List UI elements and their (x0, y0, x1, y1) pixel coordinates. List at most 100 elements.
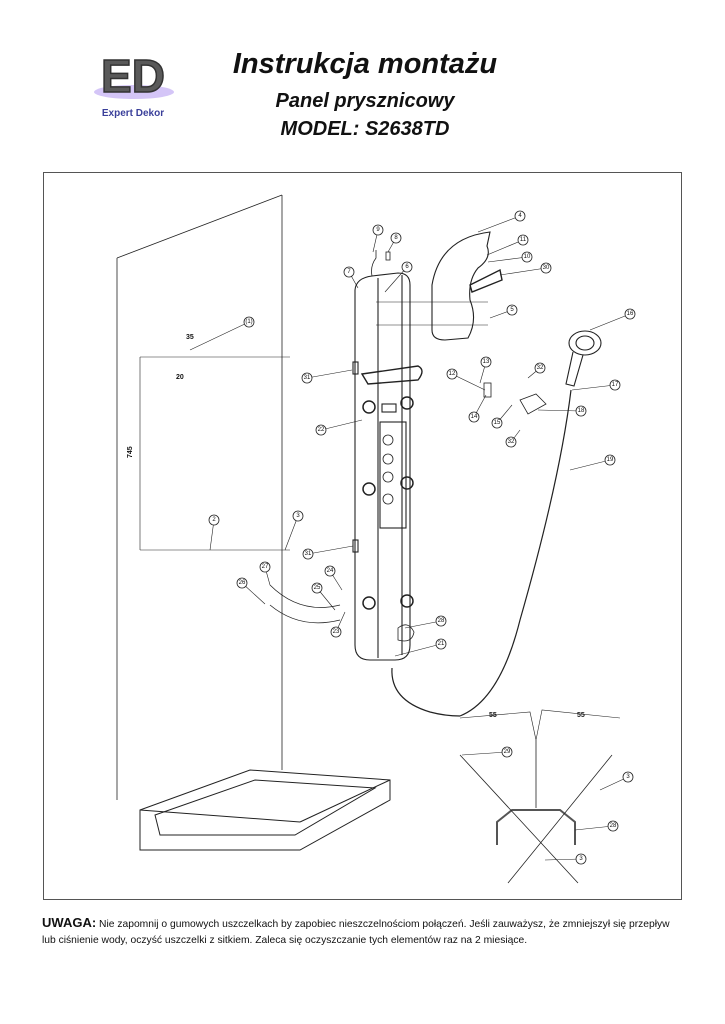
callout-circle (292, 510, 304, 522)
dimension-55-left: 55 (489, 712, 497, 719)
callout-circle (506, 304, 518, 316)
callout-number: (1) (245, 319, 252, 325)
callout-2: 10 (487, 251, 533, 263)
callout-32: 29 (461, 746, 513, 758)
dimension-55-right: 55 (577, 712, 585, 719)
callout-circle (243, 316, 255, 328)
callout-leader (306, 369, 353, 379)
callout-circle (480, 356, 492, 368)
callout-22: 2 (208, 514, 220, 551)
callout-27: 26 (236, 577, 266, 605)
callout-number: 4 (518, 213, 522, 219)
callout-circle (517, 234, 529, 246)
callout-leader (537, 409, 582, 412)
shower-wall (116, 194, 283, 800)
callout-number: 32 (508, 439, 515, 445)
callout-leader (569, 459, 611, 471)
callout-number: 31 (304, 375, 311, 381)
callout-leader (487, 256, 528, 263)
callout-number: 18 (578, 408, 585, 414)
logo-brand-text: Expert Dekor (101, 108, 165, 119)
callout-circle (372, 224, 384, 236)
diagram-frame (43, 172, 682, 900)
callout-33: 3 (599, 771, 634, 791)
callout-12: 13 (479, 356, 492, 384)
dimension-20: 20 (176, 374, 184, 381)
callout-circle (315, 424, 327, 436)
callout-20: 22 (315, 419, 363, 436)
expert-dekor-logo-mark: ED (94, 52, 174, 102)
callout-24: 31 (302, 545, 354, 560)
part-callouts: 41110309876516(1)31131232171415183222192… (189, 210, 636, 865)
callout-9: 16 (589, 308, 636, 331)
callout-circle (301, 372, 313, 384)
callout-15: 17 (571, 379, 621, 391)
callout-4: 9 (372, 224, 384, 253)
callout-leader (499, 267, 547, 276)
warning-text: Nie zapomnij o gumowych uszczelkach by z… (42, 919, 670, 946)
callout-30: 28 (404, 615, 447, 629)
callout-34: 28 (574, 820, 619, 832)
callout-11: 31 (301, 369, 353, 384)
callout-circle (302, 548, 314, 560)
callout-7: 6 (384, 261, 413, 293)
model-number: MODEL: S2638TD (280, 118, 450, 140)
callout-number: 7 (347, 269, 351, 275)
callout-number: 16 (627, 311, 634, 317)
callout-circle (324, 565, 336, 577)
callout-circle (604, 454, 616, 466)
callout-8: 5 (489, 304, 518, 319)
callout-26: 24 (324, 565, 343, 591)
callout-circle (514, 210, 526, 222)
callout-circle (330, 626, 342, 638)
callout-6: 7 (343, 266, 359, 289)
document-title: Instrukcja montażu (232, 48, 498, 80)
inlet-hose (391, 667, 461, 717)
callout-circle (390, 232, 402, 244)
callout-1: 11 (486, 234, 529, 256)
callout-35: 3 (544, 853, 587, 865)
callout-16: 14 (468, 394, 487, 423)
callout-number: 21 (438, 641, 445, 647)
callout-circle (343, 266, 355, 278)
callout-18: 18 (537, 405, 587, 417)
callout-circle (575, 853, 587, 865)
hand-shower (565, 330, 602, 387)
callout-number: 22 (318, 427, 325, 433)
callout-number: 13 (483, 359, 490, 365)
callout-leader (589, 313, 631, 331)
dimension-labels: 745 35 20 55 55 (127, 334, 585, 719)
callout-number: 10 (524, 254, 531, 260)
body-jets (362, 396, 414, 610)
callout-28: 25 (311, 582, 336, 611)
callout-leader (320, 419, 363, 431)
callout-number: 9 (376, 227, 380, 233)
callout-leader (189, 321, 250, 351)
dimension-35: 35 (186, 334, 194, 341)
overhead-arm (431, 231, 491, 341)
callout-circle (501, 746, 513, 758)
callout-circle (521, 251, 533, 263)
callout-number: 11 (520, 237, 527, 243)
callout-number: 29 (504, 749, 511, 755)
callout-number: 25 (314, 585, 321, 591)
callout-31: 21 (394, 638, 447, 657)
callout-circle (622, 771, 634, 783)
callout-number: 3 (626, 774, 630, 780)
callout-number: 26 (239, 580, 246, 586)
callout-number: 32 (537, 365, 544, 371)
callout-leader (574, 825, 614, 831)
callout-leader (284, 515, 299, 551)
wall-bracket (483, 382, 547, 415)
callout-number: 2 (212, 517, 216, 523)
callout-circle (575, 405, 587, 417)
shower-hose (459, 389, 572, 717)
bottom-mounting-bracket (459, 709, 621, 884)
callout-leader (404, 620, 442, 629)
callout-19: 32 (505, 429, 521, 448)
callout-14: 32 (527, 362, 546, 379)
callout-circle (401, 261, 413, 273)
callout-number: 31 (305, 551, 312, 557)
callout-leader (571, 384, 616, 391)
